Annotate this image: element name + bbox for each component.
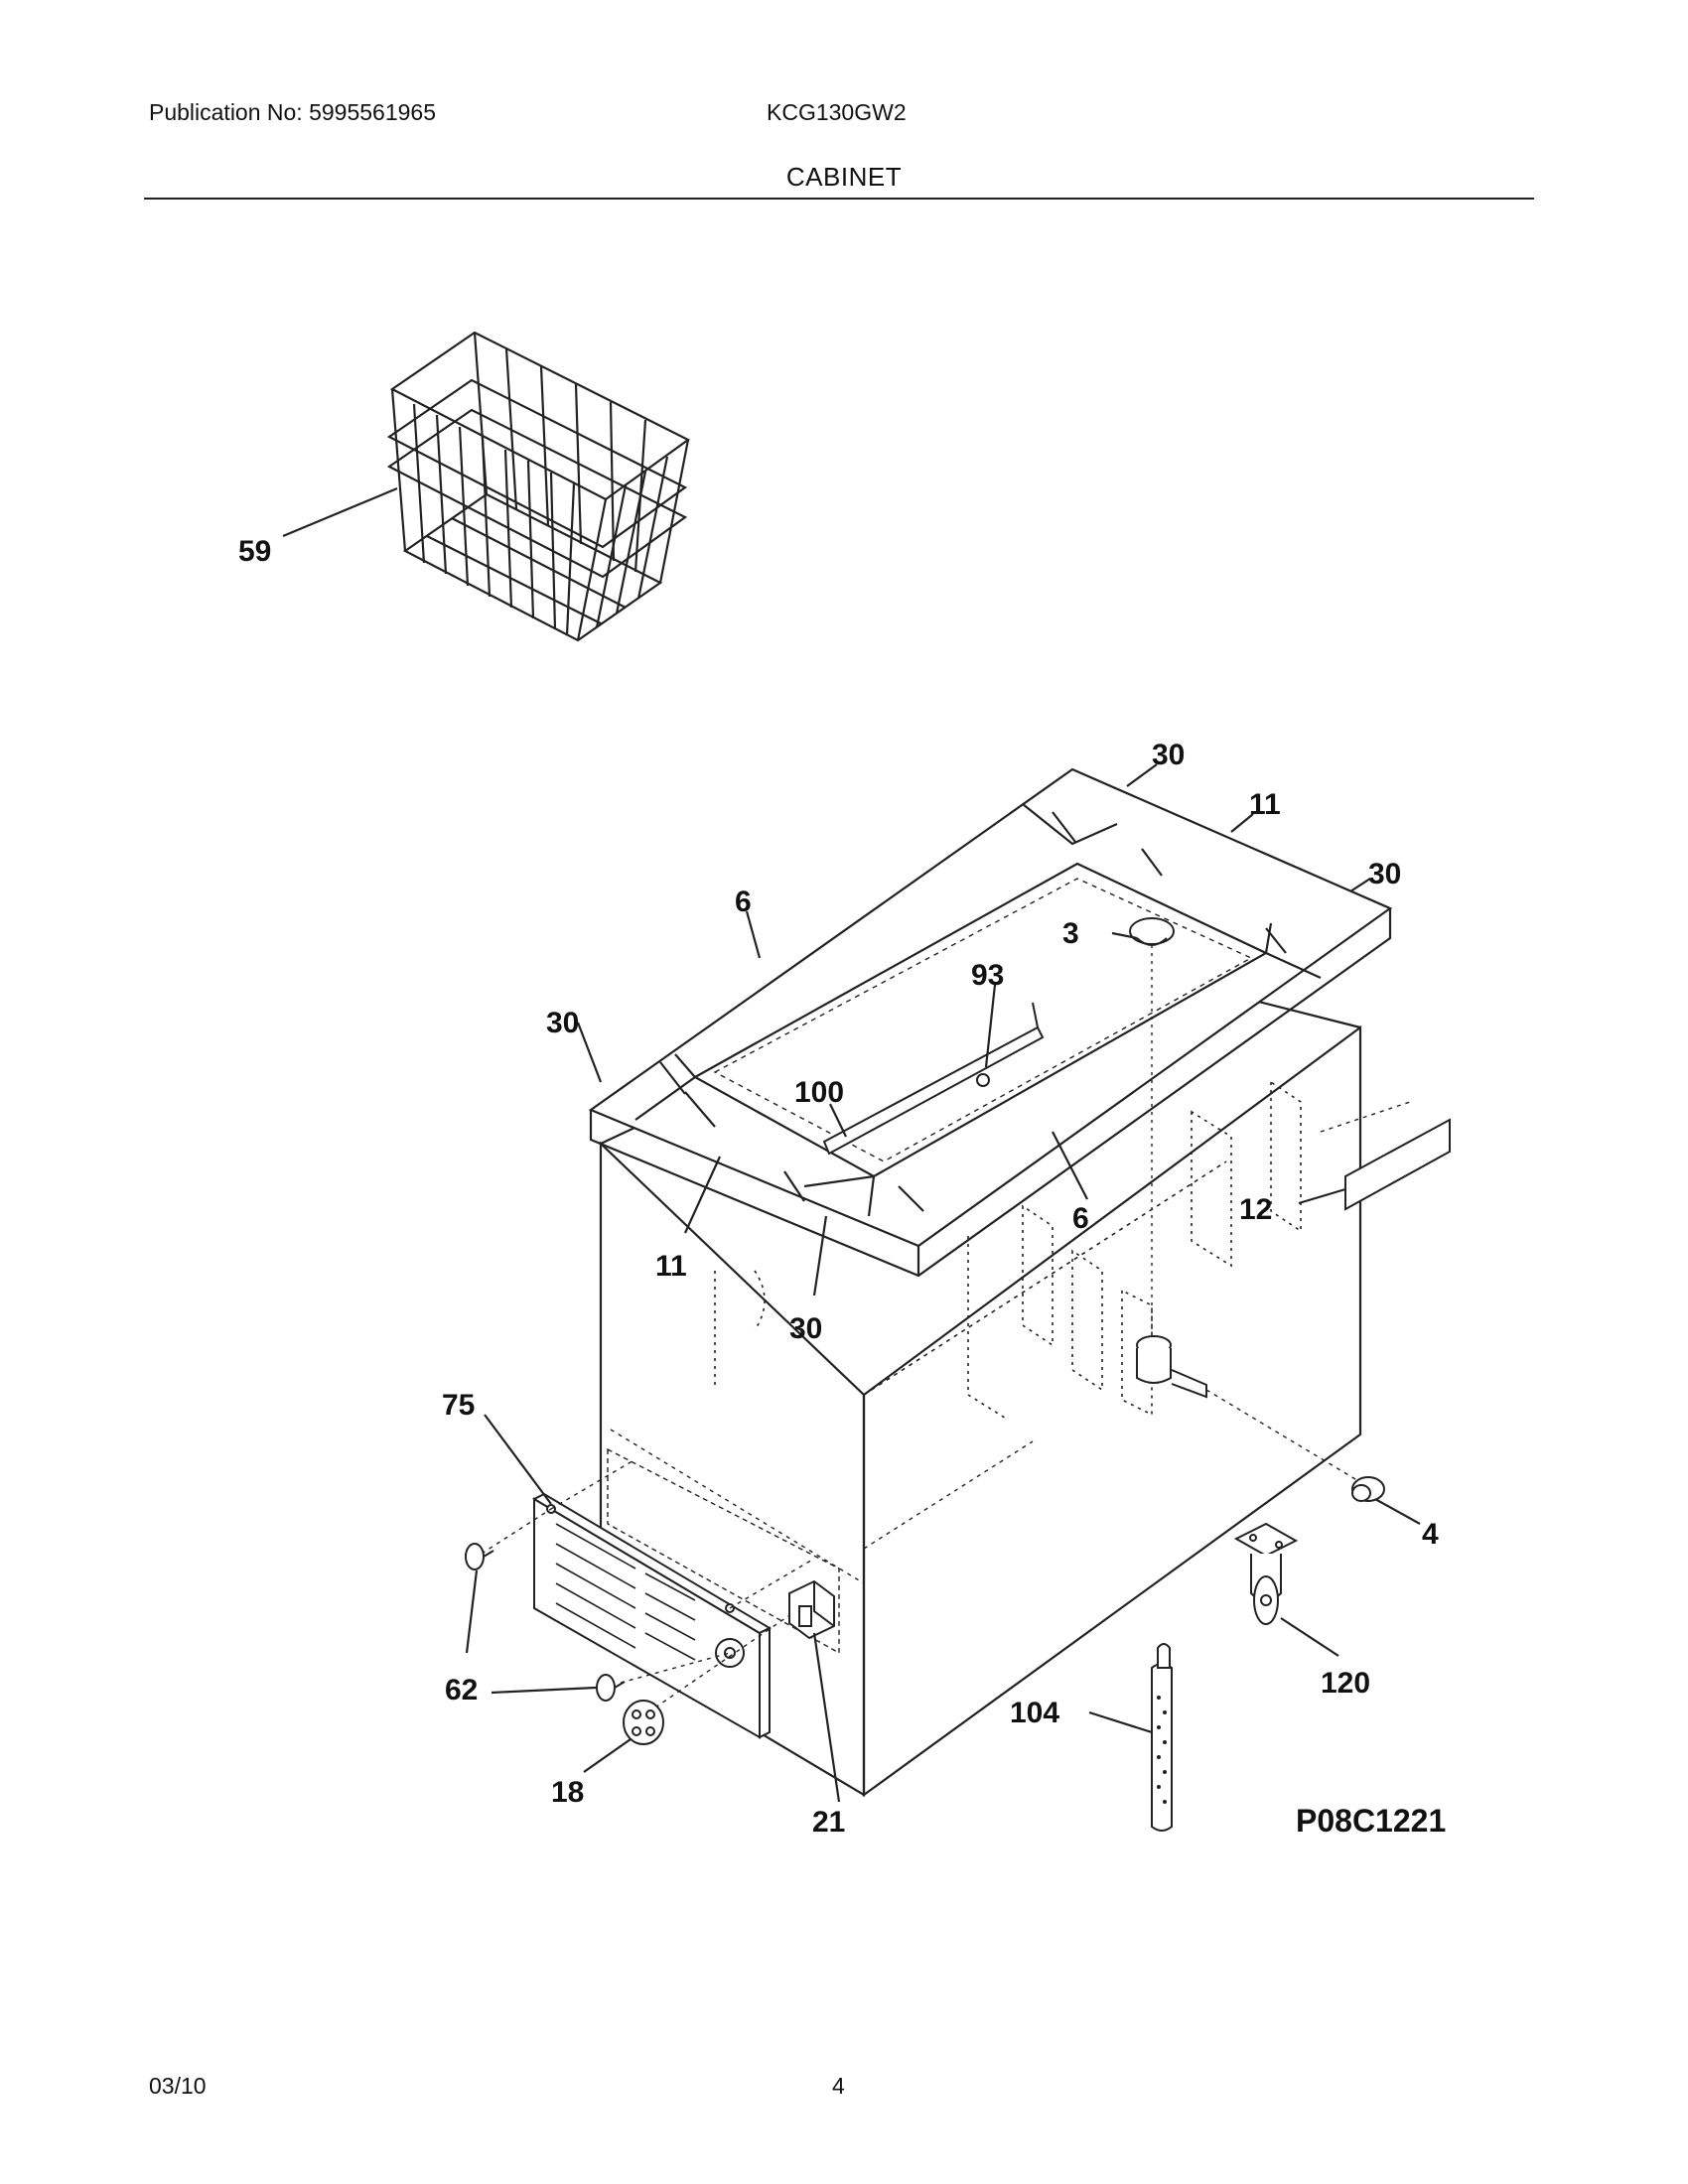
callout-30: 30 [546, 1007, 579, 1039]
wire-basket [386, 331, 691, 642]
model-number: KCG130GW2 [767, 99, 907, 125]
publication-number: Publication No: 5995561965 [149, 99, 437, 125]
callout-18: 18 [551, 1776, 584, 1809]
callout-21: 21 [812, 1806, 845, 1839]
thermostat-knob [788, 1579, 835, 1640]
grommet [623, 1700, 664, 1745]
page-number: 4 [832, 2073, 845, 2099]
callout-100: 100 [794, 1076, 844, 1109]
leader-lines [282, 486, 1421, 1803]
callout-75: 75 [442, 1389, 475, 1422]
lid-breaker-frame [588, 767, 1393, 1278]
callout-12: 12 [1239, 1193, 1272, 1226]
figure-code: P08C1221 [1296, 1803, 1446, 1839]
callout-59: 59 [238, 535, 271, 568]
callout-6: 6 [1072, 1202, 1089, 1235]
callout-labels: 59 30 11 30 6 3 93 30 100 6 12 11 30 75 … [238, 535, 1446, 1839]
section-title: CABINET [785, 162, 903, 192]
callout-3: 3 [1062, 917, 1079, 950]
header-rule [144, 198, 1534, 200]
mounting-guides [481, 1458, 815, 1708]
callout-11: 11 [655, 1250, 687, 1283]
callout-11: 11 [1249, 788, 1281, 821]
grille [531, 1492, 773, 1739]
callout-30: 30 [1368, 858, 1401, 890]
footer-date: 03/10 [149, 2073, 207, 2099]
callout-93: 93 [971, 959, 1004, 992]
callout-4: 4 [1422, 1518, 1439, 1551]
drain-plug [1129, 917, 1175, 1340]
drain-cap [1351, 1476, 1385, 1502]
serial-plate [1320, 1101, 1451, 1211]
callout-6: 6 [735, 886, 752, 918]
drain-tube [1136, 1335, 1356, 1480]
leg-brace [1151, 1643, 1173, 1832]
callout-120: 120 [1321, 1667, 1370, 1700]
caster-wheel [1233, 1522, 1299, 1625]
callout-104: 104 [1010, 1697, 1059, 1729]
callout-30: 30 [789, 1312, 822, 1345]
callout-30: 30 [1152, 739, 1185, 771]
callout-62: 62 [445, 1674, 478, 1706]
screw [465, 1543, 626, 1702]
